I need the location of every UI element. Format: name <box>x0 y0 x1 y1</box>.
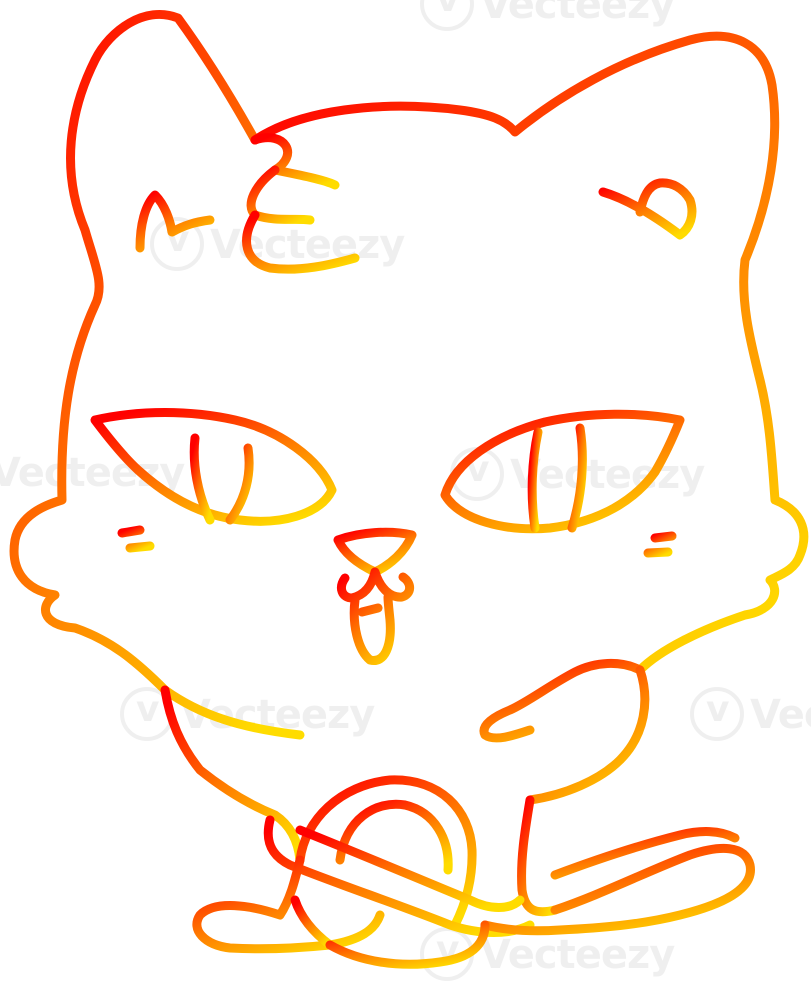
nose <box>333 527 417 577</box>
head-outline <box>9 9 305 740</box>
front-foot <box>325 920 490 969</box>
leg-knee <box>295 775 477 930</box>
right-foot <box>480 843 755 936</box>
mouth <box>337 567 415 665</box>
left-foot <box>192 855 385 954</box>
left-cheek-mark <box>117 525 155 553</box>
body-right <box>517 795 560 917</box>
right-inner-ear <box>598 178 697 240</box>
right-eye <box>440 409 685 534</box>
head-top <box>250 31 809 675</box>
left-arm <box>160 685 305 865</box>
right-arm <box>479 658 645 743</box>
crossed-leg <box>263 815 535 937</box>
left-eye-pupil <box>189 433 215 525</box>
right-eye-pupil <box>527 427 543 533</box>
right-cheek-mark <box>643 531 677 558</box>
left-inner-ear <box>135 190 215 253</box>
left-eye <box>90 408 337 526</box>
